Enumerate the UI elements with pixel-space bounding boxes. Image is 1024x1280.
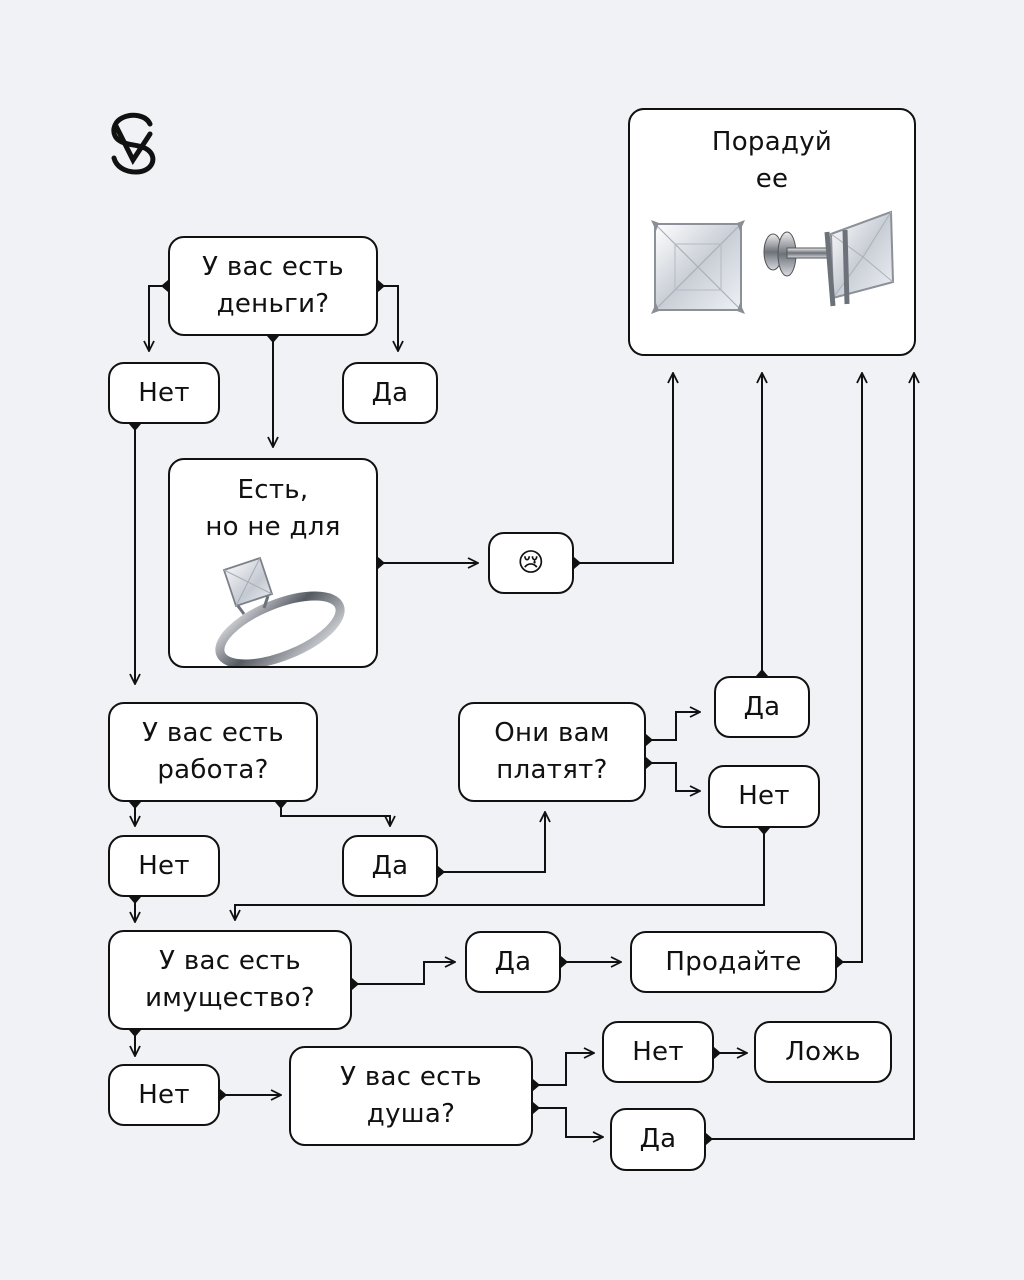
question-paid-line2: платят? bbox=[496, 755, 608, 785]
answer-soul-no: Нет bbox=[602, 1021, 714, 1083]
answer-property-no: Нет bbox=[108, 1064, 220, 1126]
question-property-line2: имущество? bbox=[145, 983, 315, 1013]
question-money: У вас есть деньги? bbox=[168, 236, 378, 336]
answer-job-yes: Да bbox=[342, 835, 438, 897]
answer-property-yes: Да bbox=[465, 931, 561, 993]
edge-crying-to-goal bbox=[574, 373, 673, 564]
answer-money-no: Нет bbox=[108, 362, 220, 424]
answer-job-no: Нет bbox=[108, 835, 220, 897]
edge-sell-to-goal bbox=[837, 373, 862, 963]
question-money-line2: деньги? bbox=[216, 289, 330, 319]
edge-paid-to-yes bbox=[646, 712, 700, 741]
diamond-ring-icon bbox=[215, 556, 345, 666]
not-for-line2: но не для bbox=[205, 512, 341, 542]
edge-job-to-yes bbox=[280, 802, 390, 826]
goal-box: Порадуй ее bbox=[628, 108, 916, 356]
goal-title-line2: ее bbox=[755, 164, 789, 194]
crying-box: 😢 bbox=[488, 532, 574, 594]
edge-paid-to-no bbox=[646, 762, 700, 791]
edge-job-yes-to-paid bbox=[438, 812, 545, 873]
answer-soul-yes: Да bbox=[610, 1108, 706, 1171]
question-property-line1: У вас есть bbox=[159, 946, 301, 976]
edge-property-to-yes bbox=[352, 962, 455, 985]
crying-face-emoji-icon: 😢 bbox=[517, 548, 545, 578]
answer-money-yes: Да bbox=[342, 362, 438, 424]
box-not-for: Есть, но не для bbox=[168, 458, 378, 668]
edge-money-to-yes bbox=[378, 285, 398, 351]
answer-paid-no: Нет bbox=[708, 765, 820, 828]
brand-logo-icon bbox=[111, 112, 156, 175]
action-sell: Продайте bbox=[630, 931, 837, 993]
edge-money-to-no bbox=[149, 285, 168, 351]
diamond-earrings-icon bbox=[651, 210, 895, 314]
question-money-line1: У вас есть bbox=[202, 252, 344, 282]
question-job: У вас есть работа? bbox=[108, 702, 318, 802]
goal-title-line1: Порадуй bbox=[711, 127, 833, 157]
edge-soul-to-yes bbox=[533, 1107, 603, 1137]
edge-soul-to-no bbox=[533, 1053, 594, 1086]
question-soul: У вас есть душа? bbox=[289, 1046, 533, 1146]
question-paid-line1: Они вам bbox=[494, 718, 610, 748]
question-job-line2: работа? bbox=[157, 755, 269, 785]
question-soul-line1: У вас есть bbox=[340, 1062, 482, 1092]
question-paid: Они вам платят? bbox=[458, 702, 646, 802]
question-soul-line2: душа? bbox=[366, 1099, 456, 1129]
question-job-line1: У вас есть bbox=[142, 718, 284, 748]
edge-paid-no-to-property bbox=[235, 828, 765, 920]
result-lie: Ложь bbox=[754, 1021, 892, 1083]
not-for-line1: Есть, bbox=[237, 475, 309, 505]
answer-paid-yes: Да bbox=[714, 676, 810, 738]
question-property: У вас есть имущество? bbox=[108, 930, 352, 1030]
edge-soul-yes-to-goal bbox=[706, 373, 914, 1140]
